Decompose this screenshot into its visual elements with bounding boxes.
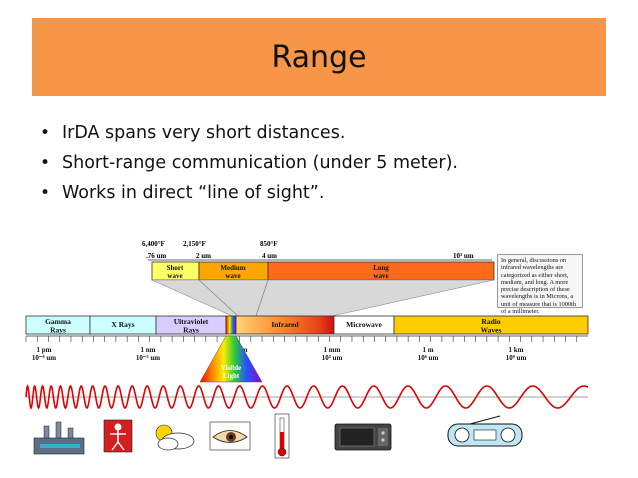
ir-scale-label: 2 um xyxy=(196,252,211,260)
spectrum-band-label: Microwave xyxy=(346,320,382,329)
frequency-wave xyxy=(25,384,589,410)
skeleton-xray-icon xyxy=(103,419,133,453)
radio-waves-band xyxy=(393,315,589,335)
radio-icon xyxy=(447,415,523,447)
factory-icon xyxy=(33,421,85,455)
eye-icon xyxy=(209,421,251,451)
temp-label: 6,400°F xyxy=(142,240,165,248)
spectrum-band-label: Infrared xyxy=(271,320,299,329)
thermometer-icon xyxy=(274,413,290,459)
slide-title: Range xyxy=(271,39,367,75)
infrared-note: In general, discussions on infrared wave… xyxy=(497,254,583,315)
expansion-funnel xyxy=(151,279,495,317)
visible-light-band xyxy=(225,315,237,335)
title-bar: Range xyxy=(32,18,606,96)
bullet-item: IrDA spans very short distances. xyxy=(40,118,458,148)
sun-cloud-icon xyxy=(155,424,195,451)
temp-label: 850°F xyxy=(260,240,278,248)
bullet-list: IrDA spans very short distances. Short-r… xyxy=(40,118,458,208)
temp-label: 2,150°F xyxy=(183,240,206,248)
spectrum-band-label: X Rays xyxy=(111,320,134,329)
bullet-item: Short-range communication (under 5 meter… xyxy=(40,148,458,178)
ir-scale-label: .76 um xyxy=(146,252,166,260)
microwave-oven-icon xyxy=(334,423,392,451)
ir-scale-label: 10³ um xyxy=(453,252,474,260)
visible-light-prism xyxy=(199,335,263,383)
bullet-item: Works in direct “line of sight”. xyxy=(40,178,458,208)
ir-scale-label: 4 um xyxy=(262,252,277,260)
